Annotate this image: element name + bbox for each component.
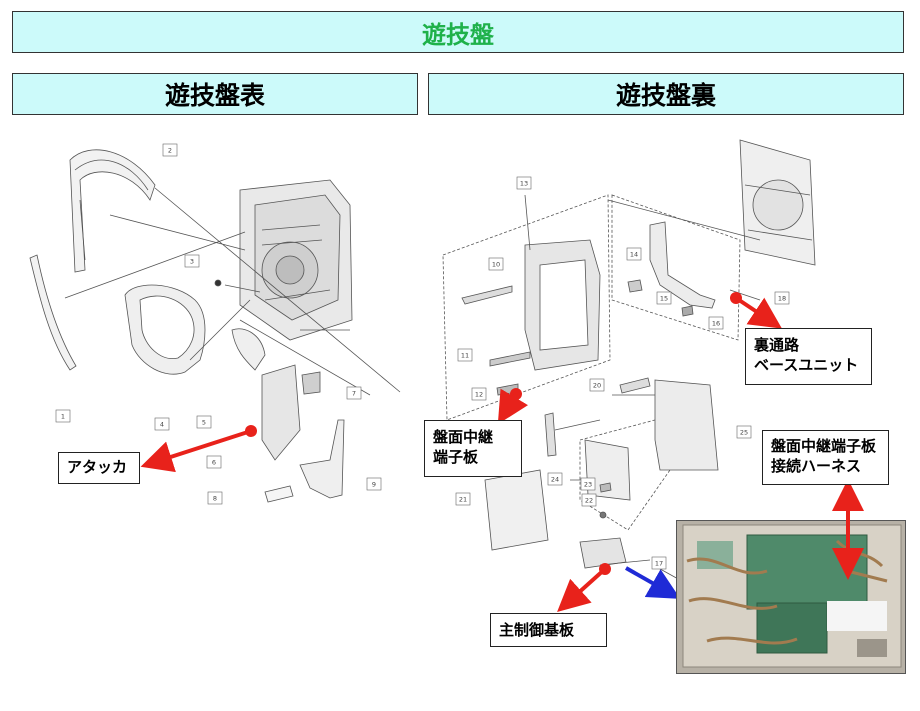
page-title-text: 遊技盤: [422, 20, 494, 49]
svg-text:3: 3: [190, 258, 194, 266]
attacker-label: アタッカ: [58, 452, 140, 484]
svg-text:18: 18: [778, 295, 786, 303]
main-board-arrow: [557, 563, 611, 613]
part-number-15: 15: [656, 291, 672, 305]
part-number-23: 24: [547, 472, 563, 486]
passage-base-label: 裏通路 ベースユニット: [745, 328, 872, 385]
passage-base-arrow: [730, 292, 782, 329]
part-number-25: 25: [736, 425, 752, 439]
svg-text:24: 24: [551, 476, 559, 484]
part-number-5: 5: [196, 415, 212, 429]
harness-label-line2: 接続ハーネス: [771, 457, 862, 475]
part-6-attacker: [261, 364, 301, 461]
part-number-18: 20: [589, 378, 605, 392]
svg-text:23: 23: [584, 481, 592, 489]
svg-text:13: 13: [520, 180, 528, 188]
part-2-rail: [69, 149, 156, 273]
section-title-front: 遊技盤表: [12, 73, 418, 115]
part-number-13: 13: [516, 176, 532, 190]
part-number-24: 17: [651, 556, 667, 570]
part-1-rail: [29, 254, 77, 371]
svg-text:15: 15: [660, 295, 668, 303]
part-5: [231, 328, 266, 371]
part-7: [301, 371, 321, 395]
svg-text:25: 25: [740, 429, 748, 437]
section-title-front-text: 遊技盤表: [164, 81, 265, 110]
svg-text:6: 6: [212, 459, 216, 467]
photo-link-arrow: [625, 566, 681, 599]
main-board-body: [239, 179, 353, 341]
relay-board-label: 盤面中継 端子板: [424, 420, 522, 477]
front-assembly: [29, 149, 401, 503]
part-number-8: 8: [207, 491, 223, 505]
part-8: [264, 485, 294, 503]
passage-base-label-line2: ベースユニット: [754, 356, 859, 374]
attacker-arrow: [140, 425, 257, 473]
svg-text:14: 14: [630, 251, 638, 259]
relay-board-arrow: [497, 388, 529, 425]
part-number-3: 3: [184, 254, 200, 268]
part-number-12: 12: [471, 387, 487, 401]
part-number-10: 10: [488, 257, 504, 271]
part-number-20: 21: [455, 492, 471, 506]
part-4-frame: [124, 284, 206, 375]
relay-board-label-line1: 盤面中継: [433, 428, 494, 446]
passage-base-label-line1: 裏通路: [754, 336, 800, 354]
svg-text:16: 16: [712, 320, 720, 328]
main-board-label: 主制御基板: [490, 613, 607, 647]
part-number-22: 23: [580, 477, 596, 491]
section-title-back: 遊技盤裏: [428, 73, 904, 115]
svg-text:20: 20: [593, 382, 601, 390]
part-number-6: 6: [206, 455, 222, 469]
part-number-4: 4: [154, 417, 170, 431]
svg-text:22: 22: [585, 497, 593, 505]
svg-text:17: 17: [655, 560, 663, 568]
svg-text:12: 12: [475, 391, 483, 399]
harness-label-line1: 盤面中継端子板: [771, 437, 877, 455]
svg-text:7: 7: [352, 390, 356, 398]
svg-text:5: 5: [202, 419, 206, 427]
svg-text:10: 10: [492, 261, 500, 269]
part-number-16: 16: [708, 316, 724, 330]
page-title: 遊技盤: [12, 11, 904, 53]
part-13-panel: [442, 194, 611, 421]
back-part-numbers: 13 10 14 15 18 16 11 12 20 25 21 24 23 2…: [455, 176, 790, 570]
svg-text:8: 8: [213, 495, 217, 503]
part-9: [299, 419, 345, 499]
part-number-1: 1: [55, 409, 71, 423]
part-3: [214, 279, 222, 287]
svg-text:1: 1: [61, 413, 65, 421]
front-part-numbers: 2 3 1 4 5 7 6 9 8: [55, 143, 382, 505]
harness-label: 盤面中継端子板 接続ハーネス: [762, 430, 889, 485]
part-number-2: 2: [162, 143, 178, 157]
attacker-label-text: アタッカ: [67, 458, 128, 476]
part-number-21: 22: [581, 493, 597, 507]
part-number-9: 9: [366, 477, 382, 491]
svg-text:21: 21: [459, 496, 467, 504]
part-number-14: 14: [626, 247, 642, 261]
main-board-label-text: 主制御基板: [499, 621, 575, 639]
section-title-back-text: 遊技盤裏: [615, 81, 716, 110]
svg-text:2: 2: [168, 147, 172, 155]
part-number-7: 7: [346, 386, 362, 400]
svg-text:9: 9: [372, 481, 376, 489]
svg-text:4: 4: [160, 421, 164, 429]
relay-board-label-line2: 端子板: [433, 448, 479, 466]
back-assembly: [442, 139, 816, 581]
svg-text:11: 11: [461, 352, 469, 360]
part-number-11: 11: [457, 348, 473, 362]
